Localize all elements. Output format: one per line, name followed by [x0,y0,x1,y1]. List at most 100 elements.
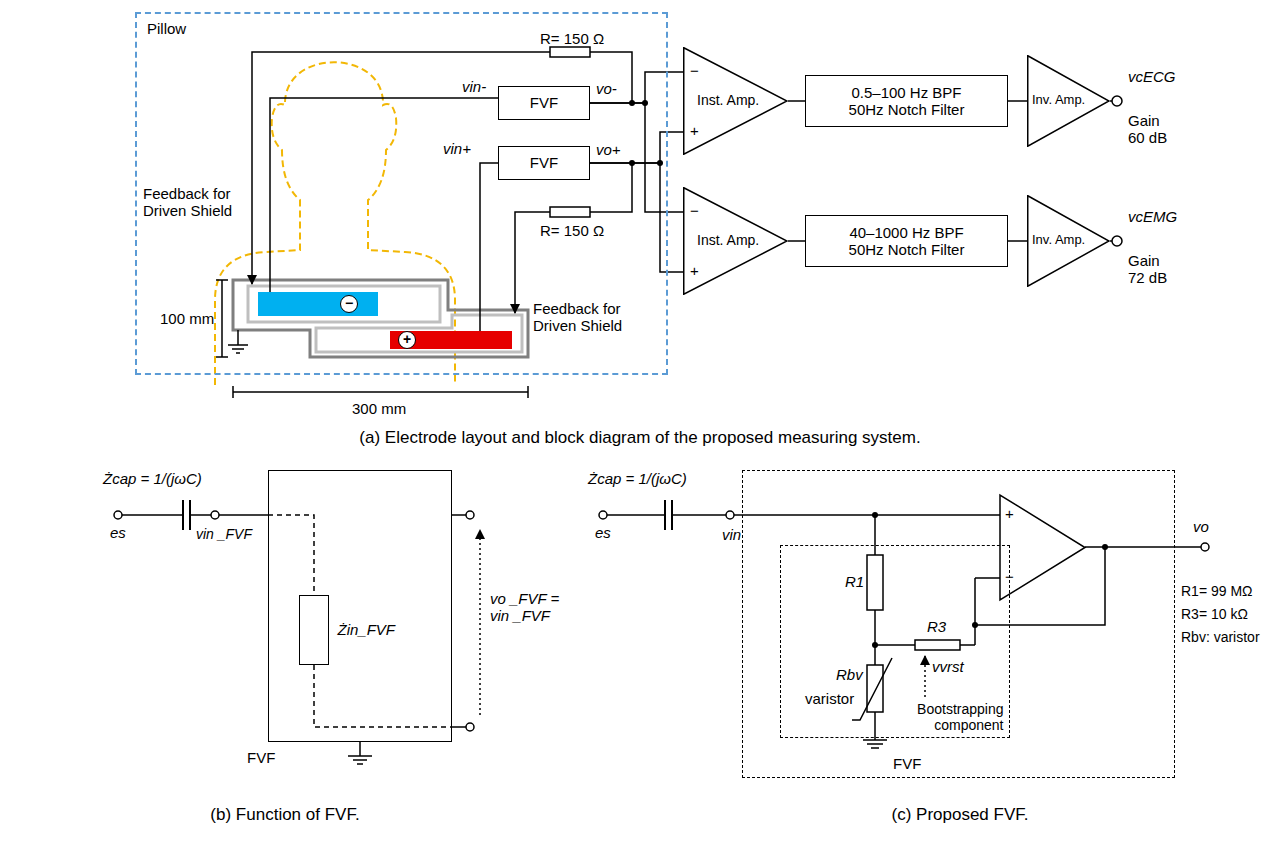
annotation: Feedback for Driven Shield [143,185,233,220]
fvf-block: FVF [498,86,590,120]
signal-wire [788,240,805,242]
feedback-wire [590,52,632,103]
signal-name: vo [1193,518,1209,535]
signal-wire [590,132,683,163]
resistor-symbol [550,47,590,57]
component-name: Rbv [836,666,863,683]
node-text: Pillow [147,20,186,37]
input-terminal [726,511,734,519]
node-text: Inst. Amp. [697,92,759,108]
fvf-function-box: FVFŻin_FVF [268,470,452,742]
output-wire [1110,101,1112,241]
signal-wire [788,100,805,102]
capacitor-symbol [183,500,190,530]
component-value: R1= 99 MΩ [1181,583,1253,599]
caption: (b) Function of FVF. [210,805,359,825]
resistor-symbol [867,555,883,610]
node-text: Inv. Amp. [1032,93,1085,108]
filter-block: 0.5–100 Hz BPF 50Hz Notch Filter [805,75,1008,127]
wire [452,515,466,727]
node-text: Inv. Amp. [1032,233,1085,248]
voltage-arrow [924,656,926,697]
signal-name: vvrst [932,658,964,675]
component-value: Rbv: varistor [1181,629,1260,645]
electrode: + [390,331,512,349]
driven-shield [248,286,440,322]
node-text: + [398,331,416,349]
source-terminal [114,511,122,519]
input-sign: − [690,62,699,79]
node-text: FVF [247,749,275,766]
wire [122,514,268,516]
output-terminal [466,723,474,731]
input-sign: − [690,202,699,219]
signal-wire [480,163,498,331]
signal-name: vo+ [596,141,621,158]
junction-dot [1102,544,1108,550]
node-text: Inst. Amp. [697,232,759,248]
signal-name: vin- [462,78,486,95]
signal-wire [590,103,683,212]
caption: (c) Proposed FVF. [892,805,1029,825]
signal-name: vo- [596,80,617,97]
gain-value: Gain 60 dB [1128,112,1178,147]
node-text: FVF [893,755,921,772]
input-sign: − [1005,568,1014,585]
output-terminal [466,511,474,519]
ground-symbol [348,742,372,764]
output-terminal [1112,96,1122,106]
signal-name: vcEMG [1128,208,1177,225]
dimension: 100 mm [160,310,214,327]
resistor-value: R= 150 Ω [540,222,604,239]
input-sign: + [1005,505,1014,522]
node-text: 0.5–100 Hz BPF 50Hz Notch Filter [837,84,977,119]
input-impedance: Żin_FVF [299,595,329,665]
node-text: Bootstrapping component [889,701,1004,733]
opamp-symbol [1000,495,1085,600]
dimension: 300 mm [352,400,406,417]
amplifier-symbol [684,188,787,295]
amplifier-symbol [1028,196,1109,287]
capacitor-symbol [665,500,672,530]
fvf-block: FVF [498,146,590,180]
signal-name: vo _FVF = vin _FVF [490,590,580,625]
signal-name: vcECG [1128,68,1176,85]
resistor-symbol [915,640,960,650]
outer-shield [233,280,528,357]
component-name: varistor [805,690,854,707]
varistor-symbol [867,665,883,712]
resistor-symbol [550,207,590,217]
junction-dot [872,642,878,648]
output-terminal [1112,236,1122,246]
signal-wire [590,163,683,272]
component-name: R1 [845,573,864,590]
ground-symbol [228,330,248,353]
inverting-amplifier: Inv. Amp. [1027,195,1110,287]
component-value: R3= 10 kΩ [1181,606,1248,622]
signal-name: vin _FVF [196,526,252,542]
filter-block: 40–1000 Hz BPF 50Hz Notch Filter [805,215,1008,267]
signal-name: es [595,524,611,541]
component-name: R3 [927,618,946,635]
feedback-wire [590,163,632,212]
output-terminal [1201,543,1209,551]
signal-wire [1008,100,1027,102]
signal-name: vin [722,526,741,543]
electrode: − [258,292,378,316]
impedance-formula: Żcap = 1/(jωC) [588,470,687,487]
node-text: 40–1000 Hz BPF 50Hz Notch Filter [837,224,977,259]
dimension-line [233,386,528,398]
signal-name: es [110,524,126,541]
signal-name: vin+ [443,140,471,157]
caption: (a) Electrode layout and block diagram o… [359,428,920,448]
amplifier-symbol [684,48,787,155]
source-terminal [599,511,607,519]
amplifier-symbol [1028,56,1109,147]
input-sign: + [690,122,699,139]
fvf-circuit-box: FVF Bootstrapping component [742,470,1175,778]
dimension-line [216,280,228,357]
internal-path [268,515,452,727]
annotation: Feedback for Driven Shield [533,300,641,335]
ground-symbol [863,740,887,748]
